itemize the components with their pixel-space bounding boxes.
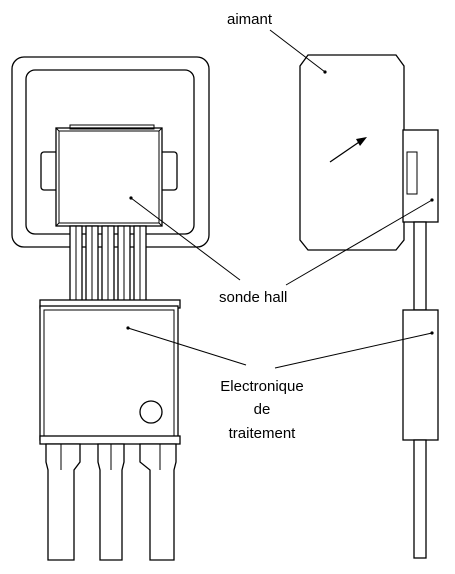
label-electronique: Electronique (220, 378, 303, 395)
package-leads (45, 443, 177, 561)
label-aimant: aimant (227, 11, 273, 28)
label-sonde-hall: sonde hall (219, 289, 287, 306)
magnet-side-view (299, 54, 405, 251)
leader-lines (126, 29, 434, 369)
sensor-leads (69, 225, 147, 307)
label-de: de (254, 401, 271, 418)
processing-package (39, 299, 181, 445)
hall-sensor-chip (55, 124, 163, 227)
label-traitement: traitement (229, 425, 297, 442)
sensor-side-view (402, 129, 439, 559)
